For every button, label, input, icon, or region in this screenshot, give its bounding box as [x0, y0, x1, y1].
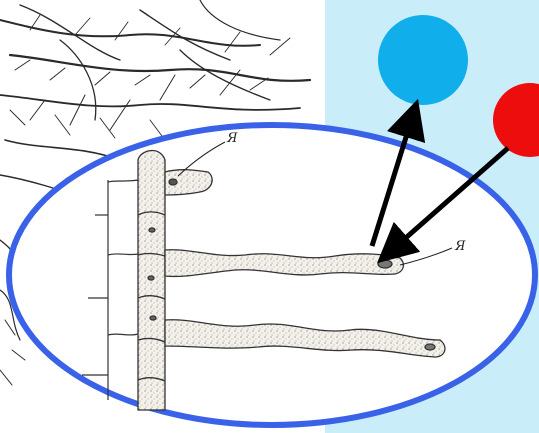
- nucleus-label: Я: [454, 239, 466, 254]
- highlight-ellipse: [9, 125, 535, 425]
- blue-circle: [378, 15, 468, 105]
- nucleus-label: Я: [226, 131, 238, 146]
- red-circle: [493, 83, 539, 157]
- main-hypha: [138, 151, 165, 410]
